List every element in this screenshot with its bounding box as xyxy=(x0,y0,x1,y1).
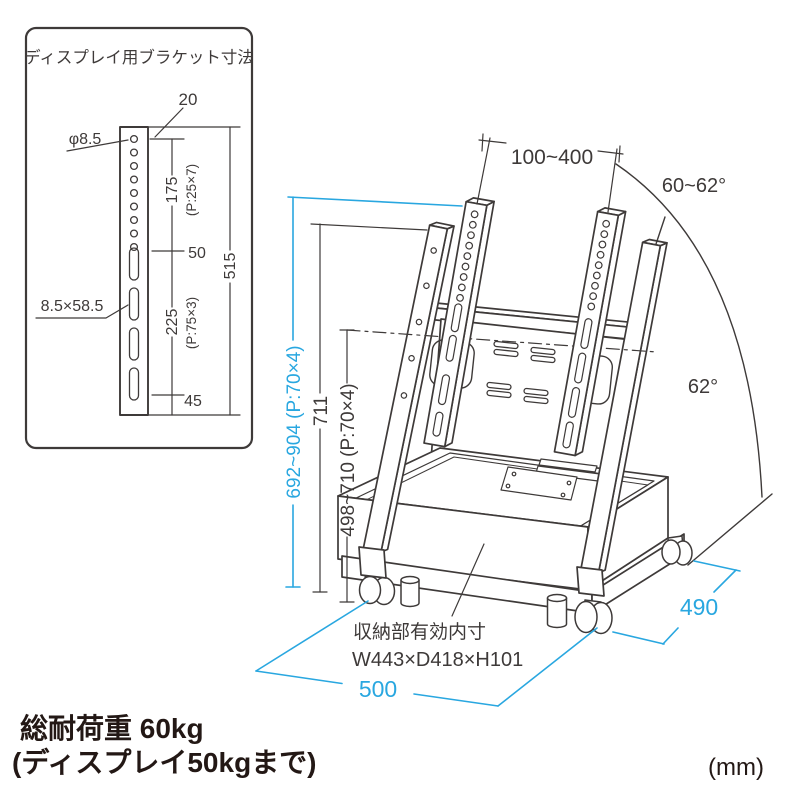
inset-border xyxy=(24,26,254,450)
dim-overall-height: 692~904 (P:70×4) xyxy=(284,345,305,498)
load-capacity-note: 総耐荷重 60kg (ディスプレイ50kgまで) xyxy=(12,712,317,779)
bracket-inset xyxy=(24,26,254,450)
cyan-dimension-lines xyxy=(255,196,741,707)
right-stand-post xyxy=(579,238,668,574)
dim-base-width: 500 xyxy=(359,676,397,702)
adjustable-foot xyxy=(400,579,420,608)
storage-label: 収納部有効内寸 xyxy=(353,621,486,643)
adjustable-foot xyxy=(546,597,568,629)
load-capacity-line: 総耐荷重 60kg xyxy=(20,713,204,744)
cart-drawing xyxy=(337,197,693,635)
dim-bracket-width: 100~400 xyxy=(511,146,593,169)
dim-post-height: 711 xyxy=(311,396,332,426)
storage-leader-line xyxy=(451,543,485,617)
black-dimension-lines xyxy=(310,133,624,617)
pivot-axis-line xyxy=(346,329,658,353)
tilt-arc xyxy=(615,163,763,498)
left-display-bracket xyxy=(423,197,495,448)
dim-bracket-center-height: 498~710 (P:70×4) xyxy=(338,383,359,536)
dim-bottom-offset: 45 xyxy=(184,393,202,410)
floor-access-plate xyxy=(500,466,578,501)
hole-diameter-label: φ8.5 xyxy=(69,131,102,148)
right-post-foot-block xyxy=(576,566,605,597)
inset-bracket-bar xyxy=(119,126,149,416)
dim-slot-pitch-note: (P:75×3) xyxy=(184,297,199,349)
ground-line xyxy=(687,493,773,566)
dim-tilt-angle: 62° xyxy=(688,376,718,398)
tilt-angle-annotation xyxy=(615,163,773,566)
storage-size: W443×D418×H101 xyxy=(352,649,523,671)
dim-base-depth: 490 xyxy=(680,594,718,620)
unit-label: (mm) xyxy=(708,754,764,781)
inset-title: ディスプレイ用ブラケット寸法 xyxy=(24,47,254,67)
dim-top-offset: 20 xyxy=(179,90,198,109)
dim-total-height: 515 xyxy=(222,253,239,280)
dim-hole-pitch-note: (P:25×7) xyxy=(184,164,199,216)
dim-slot-pitch: 225 xyxy=(164,309,181,336)
dim-hole-pitch: 175 xyxy=(164,177,181,204)
dim-tilt-range: 60~62° xyxy=(662,175,726,197)
left-post-foot-block xyxy=(358,546,387,579)
inset-dimension-lines xyxy=(35,107,241,416)
slot-size-label: 8.5×58.5 xyxy=(41,298,104,315)
dim-gap: 50 xyxy=(188,245,206,262)
casters xyxy=(358,535,693,635)
load-capacity-detail: (ディスプレイ50kgまで) xyxy=(12,746,317,778)
right-display-bracket xyxy=(553,207,627,457)
panel-vent-slots xyxy=(486,340,556,405)
